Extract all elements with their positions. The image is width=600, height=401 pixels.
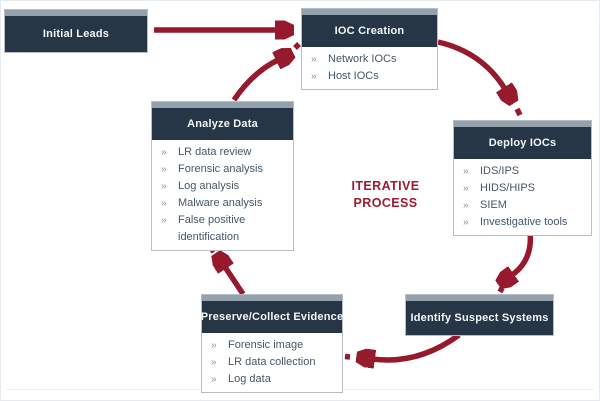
bullet-icon: » <box>161 181 167 192</box>
node-ioc-creation: IOC Creation » Network IOCs » Host IOCs <box>301 8 438 90</box>
iterative-process-label-line1: ITERATIVE <box>351 179 420 193</box>
arrow-dash-segment <box>344 353 351 360</box>
list-item-label: Forensic analysis <box>178 163 263 175</box>
arrow-ioc-creation-to-deploy-iocs <box>437 39 505 89</box>
list-item: » Host IOCs <box>302 68 433 85</box>
node-preserve-collect-evidence: Preserve/Collect Evidence » Forensic imag… <box>201 294 343 393</box>
node-title-preserve-collect-evidence: Preserve/Collect Evidence <box>201 301 343 333</box>
list-item-label: Log analysis <box>178 180 240 192</box>
list-item-label: Network IOCs <box>328 53 397 65</box>
list-item-label: Investigative tools <box>480 216 568 228</box>
node-identify-suspect-systems: Identify Suspect Systems <box>405 294 554 336</box>
bullet-icon: » <box>161 147 167 158</box>
node-title-identify-suspect-systems: Identify Suspect Systems <box>406 301 553 335</box>
node-analyze-data: Analyze Data » LR data review » Forensic a… <box>151 101 294 251</box>
node-item-list: » Network IOCs » Host IOCs <box>302 47 437 89</box>
list-item-label: HIDS/HIPS <box>480 182 536 194</box>
list-item-label: Host IOCs <box>328 70 379 82</box>
arrow-dash-segment <box>514 107 523 117</box>
bullet-icon: » <box>211 357 217 368</box>
node-header-stripe <box>302 9 437 15</box>
node-title-deploy-iocs: Deploy IOCs <box>454 127 591 159</box>
bullet-icon: » <box>311 71 317 82</box>
list-item-label: LR data review <box>178 146 252 158</box>
bullet-icon: » <box>463 200 469 211</box>
list-item-label: Log data <box>228 373 271 385</box>
list-item: » Forensic analysis <box>152 161 289 178</box>
arrow-preserve-evidence-to-analyze-data <box>225 267 246 296</box>
list-item: » False positive identification <box>152 212 289 246</box>
node-header-stripe <box>202 295 342 301</box>
iterative-process-label-line2: PROCESS <box>353 196 418 210</box>
list-item: » IDS/IPS <box>454 163 587 180</box>
list-item: » SIEM <box>454 197 587 214</box>
node-header-stripe <box>454 121 591 127</box>
node-deploy-iocs: Deploy IOCs » IDS/IPS » HIDS/HIPS » SIEM » I… <box>453 120 592 236</box>
bullet-icon: » <box>463 217 469 228</box>
list-item: » Log analysis <box>152 178 289 195</box>
node-initial-leads: Initial Leads <box>4 9 148 53</box>
list-item: » Forensic image <box>202 337 338 354</box>
list-item-label: SIEM <box>480 199 507 211</box>
list-item-label: LR data collection <box>228 356 316 368</box>
list-item: » Malware analysis <box>152 195 289 212</box>
node-header-stripe <box>406 295 553 301</box>
arrow-dash-segment <box>497 286 505 294</box>
bullet-icon: » <box>211 340 217 351</box>
bullet-icon: » <box>211 374 217 385</box>
arrow-analyze-data-to-ioc-creation <box>231 60 278 102</box>
list-item: » Investigative tools <box>454 214 587 231</box>
list-item-label: False positive identification <box>178 214 246 243</box>
bullet-icon: » <box>311 54 317 65</box>
list-item-label: Forensic image <box>228 339 304 351</box>
list-item-label: IDS/IPS <box>480 165 520 177</box>
node-title-ioc-creation: IOC Creation <box>302 15 437 47</box>
node-item-list: » IDS/IPS » HIDS/HIPS » SIEM » Investigative… <box>454 159 591 235</box>
node-header-stripe <box>5 10 147 16</box>
node-title-analyze-data: Analyze Data <box>152 108 293 140</box>
list-item-label: Malware analysis <box>178 197 263 209</box>
arrow-identify-systems-to-preserve-evidence <box>373 332 461 360</box>
bullet-icon: » <box>463 183 469 194</box>
bullet-icon: » <box>463 166 469 177</box>
bullet-icon: » <box>161 198 167 209</box>
list-item: » HIDS/HIPS <box>454 180 587 197</box>
node-title-initial-leads: Initial Leads <box>5 16 147 52</box>
list-item: » Log data <box>202 371 338 388</box>
bullet-icon: » <box>161 215 167 226</box>
node-item-list: » Forensic image » LR data collection » Log… <box>202 333 342 392</box>
bullet-icon: » <box>161 164 167 175</box>
list-item: » LR data review <box>152 144 289 161</box>
list-item: » Network IOCs <box>302 51 433 68</box>
arrow-deploy-iocs-to-identify-systems <box>512 231 534 275</box>
node-item-list: » LR data review » Forensic analysis » Log … <box>152 140 293 250</box>
arrow-dash-segment <box>293 42 301 50</box>
iterative-process-label: ITERATIVE PROCESS <box>328 178 443 212</box>
list-item: » LR data collection <box>202 354 338 371</box>
node-header-stripe <box>152 102 293 108</box>
